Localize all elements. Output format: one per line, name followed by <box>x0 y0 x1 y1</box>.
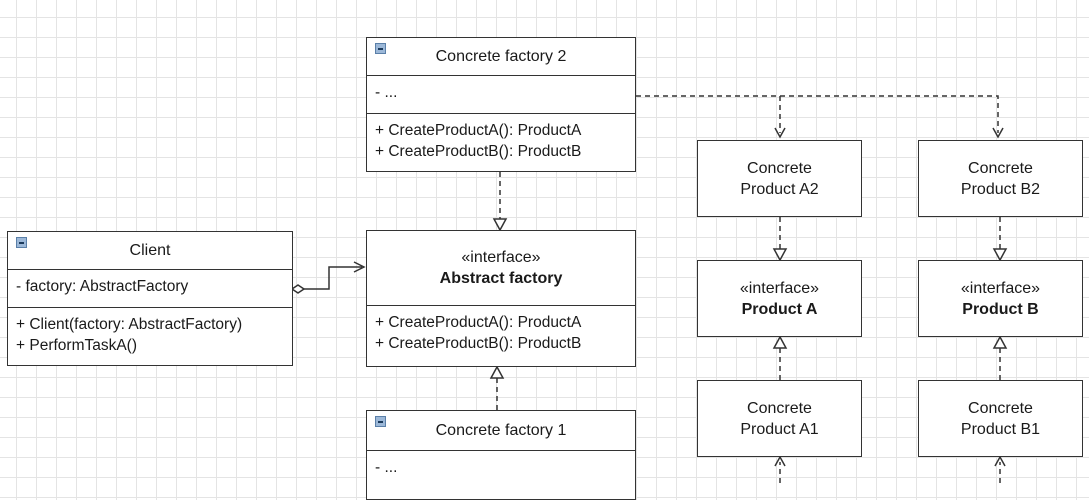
method: + PerformTaskA() <box>16 337 138 354</box>
class-client[interactable]: Client - factory: AbstractFactory + Clie… <box>7 231 293 366</box>
class-concrete-factory-1[interactable]: Concrete factory 1 - ... <box>366 410 636 500</box>
attribute: - ... <box>375 84 398 101</box>
dependency-cf2-to-products <box>636 95 999 133</box>
attributes-section: - ... <box>367 76 635 114</box>
methods-section: + Client(factory: AbstractFactory) + Per… <box>8 308 292 362</box>
class-header[interactable]: Client <box>8 232 292 270</box>
association-arrowhead <box>353 261 366 273</box>
stereotype-label: «interface» <box>739 279 820 297</box>
interface-abstract-factory[interactable]: «interface» Abstract factory + CreatePro… <box>366 230 636 367</box>
class-name: Concrete factory 1 <box>435 421 567 439</box>
association-client-to-abstract <box>304 266 362 290</box>
product-label-line2: Product A1 <box>740 420 819 438</box>
product-label-line1: Concrete <box>747 159 812 177</box>
attributes-section: - ... <box>367 451 635 484</box>
class-concrete-product-b2[interactable]: Concrete Product B2 <box>918 140 1083 217</box>
class-name: Concrete factory 2 <box>435 47 567 65</box>
dependency-arrowhead <box>994 455 1006 467</box>
realization-arrowhead <box>992 248 1008 262</box>
connectors-layer <box>290 95 1008 483</box>
stereotype-label: «interface» <box>960 279 1041 297</box>
attributes-section: - factory: AbstractFactory <box>8 270 292 308</box>
class-concrete-factory-2[interactable]: Concrete factory 2 - ... + CreateProduct… <box>366 37 636 172</box>
method: + CreateProductA(): ProductA <box>375 314 582 331</box>
attribute: - factory: AbstractFactory <box>16 278 189 295</box>
method: + CreateProductB(): ProductB <box>375 335 582 352</box>
realization-arrowhead <box>489 365 505 379</box>
dependency-arrowhead <box>774 455 786 467</box>
class-concrete-product-a2[interactable]: Concrete Product A2 <box>697 140 862 217</box>
class-header[interactable]: Concrete factory 1 <box>367 411 635 451</box>
product-label-line2: Product B2 <box>960 180 1041 198</box>
product-label-line2: Product B1 <box>960 420 1041 438</box>
interface-product-a[interactable]: «interface» Product A <box>697 260 862 337</box>
interface-product-b[interactable]: «interface» Product B <box>918 260 1083 337</box>
realization-arrowhead <box>992 335 1008 349</box>
method: + Client(factory: AbstractFactory) <box>16 316 243 333</box>
product-label-line1: Concrete <box>968 399 1033 417</box>
method: + CreateProductB(): ProductB <box>375 143 582 160</box>
product-label-line2: Product A2 <box>740 180 819 198</box>
class-name: Abstract factory <box>439 270 563 287</box>
method: + CreateProductA(): ProductA <box>375 122 582 139</box>
class-name: Client <box>129 241 171 259</box>
stereotype-label: «interface» <box>461 249 541 266</box>
interface-name: Product B <box>962 300 1039 318</box>
dependency-arrowhead <box>992 127 1004 139</box>
realization-arrowhead <box>772 335 788 349</box>
methods-section: + CreateProductA(): ProductA + CreatePro… <box>367 306 635 360</box>
collapse-icon[interactable] <box>16 237 27 248</box>
interface-name: Product A <box>741 300 818 318</box>
dependency-arrowhead <box>774 127 786 139</box>
class-concrete-product-b1[interactable]: Concrete Product B1 <box>918 380 1083 457</box>
class-header[interactable]: Concrete factory 2 <box>367 38 635 76</box>
attribute: - ... <box>375 459 398 476</box>
product-label-line1: Concrete <box>968 159 1033 177</box>
methods-section: + CreateProductA(): ProductA + CreatePro… <box>367 114 635 168</box>
aggregation-diamond <box>290 284 306 294</box>
class-concrete-product-a1[interactable]: Concrete Product A1 <box>697 380 862 457</box>
collapse-icon[interactable] <box>375 43 386 54</box>
realization-arrowhead <box>492 218 508 232</box>
product-label-line1: Concrete <box>747 399 812 417</box>
class-header[interactable]: «interface» Abstract factory <box>367 231 635 306</box>
realization-arrowhead <box>772 248 788 262</box>
collapse-icon[interactable] <box>375 416 386 427</box>
